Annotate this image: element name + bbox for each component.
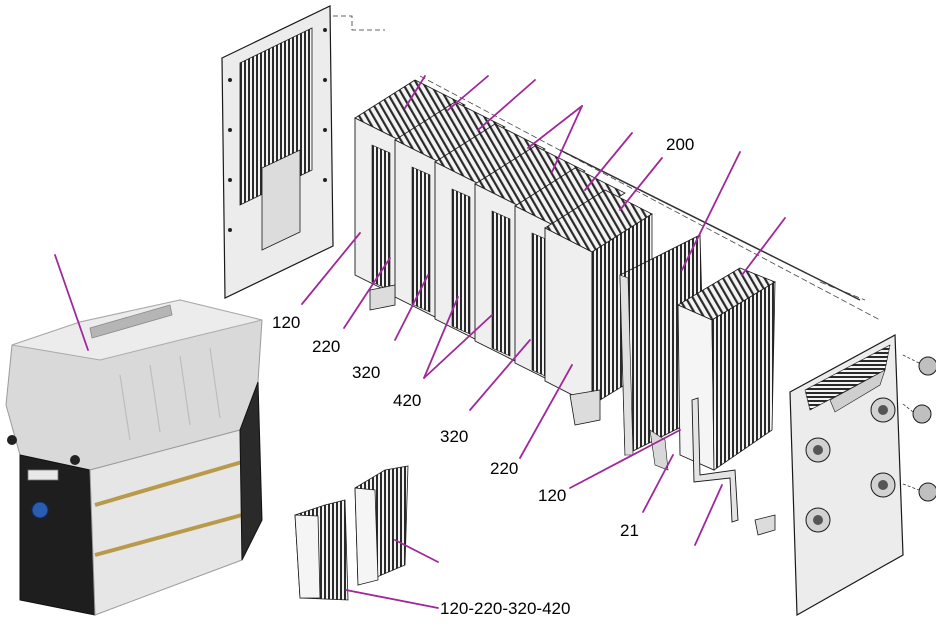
- label-21: 21: [620, 521, 639, 540]
- module-2: [394, 101, 506, 323]
- label-200: 200: [666, 135, 695, 154]
- leader-420b: [423, 314, 493, 379]
- leader-right-1: [681, 151, 741, 271]
- module-3: [434, 123, 546, 345]
- leader-220a: [343, 257, 391, 329]
- assembly-axis: [419, 75, 881, 321]
- label-220-lower: 220: [490, 459, 519, 478]
- leader-top-2: [447, 75, 489, 111]
- label-fin-combo: 120-220-320-420: [440, 599, 571, 618]
- module-front: [677, 267, 776, 471]
- leader-top-1: [404, 75, 426, 109]
- valve-fittings: [805, 397, 896, 533]
- module-1: [354, 79, 466, 301]
- label-420: 420: [393, 391, 422, 410]
- label-120-upper: 120: [272, 313, 301, 332]
- assembled-unit: [5, 299, 263, 616]
- leader-21: [642, 454, 674, 513]
- leader-combo-a: [345, 589, 439, 609]
- label-120-lower: 120: [538, 486, 567, 505]
- leader-lines: [54, 75, 786, 609]
- module-6: [544, 189, 653, 406]
- leader-420a: [423, 296, 459, 379]
- leader-200: [619, 157, 663, 211]
- lower-bracket: [369, 284, 601, 426]
- leader-right-2: [741, 217, 786, 276]
- leader-top-3: [477, 79, 536, 131]
- leader-120b: [569, 429, 681, 489]
- leader-combo-b: [394, 539, 439, 563]
- bypass-pipe-21: [691, 397, 739, 523]
- label-220-upper: 220: [312, 337, 341, 356]
- fin-pack-detail: [294, 465, 409, 601]
- tie-rod: [559, 149, 861, 301]
- leader-top-4a: [527, 105, 583, 149]
- label-320-upper: 320: [352, 363, 381, 382]
- leader-220b: [519, 364, 573, 459]
- leader-120a: [301, 232, 361, 305]
- exchanger-module-stack: [354, 79, 776, 523]
- leader-320b: [469, 339, 531, 411]
- knobs: [902, 354, 936, 502]
- leader-top-4b: [551, 105, 583, 173]
- leader-top-5: [584, 132, 633, 191]
- label-320-lower: 320: [440, 427, 469, 446]
- back-end-plate: [221, 5, 385, 299]
- leader-320a: [394, 274, 429, 341]
- leader-assembled: [54, 254, 89, 351]
- leader-pipe: [694, 484, 723, 546]
